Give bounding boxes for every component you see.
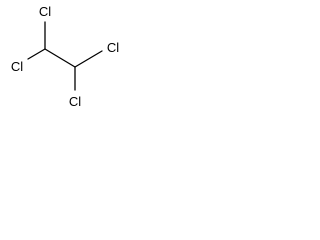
atom-label-cl-top: Cl — [39, 4, 51, 19]
bond-c2-cl-right — [74, 50, 103, 68]
bond-c1-cl-left — [27, 48, 46, 60]
atom-label-cl-left: Cl — [11, 59, 23, 74]
atom-label-cl-right: Cl — [107, 40, 119, 55]
bond-c1-c2 — [44, 48, 76, 68]
atom-label-cl-bottom: Cl — [69, 94, 81, 109]
tetrachloroethane-structure: Cl Cl Cl Cl — [11, 4, 119, 109]
